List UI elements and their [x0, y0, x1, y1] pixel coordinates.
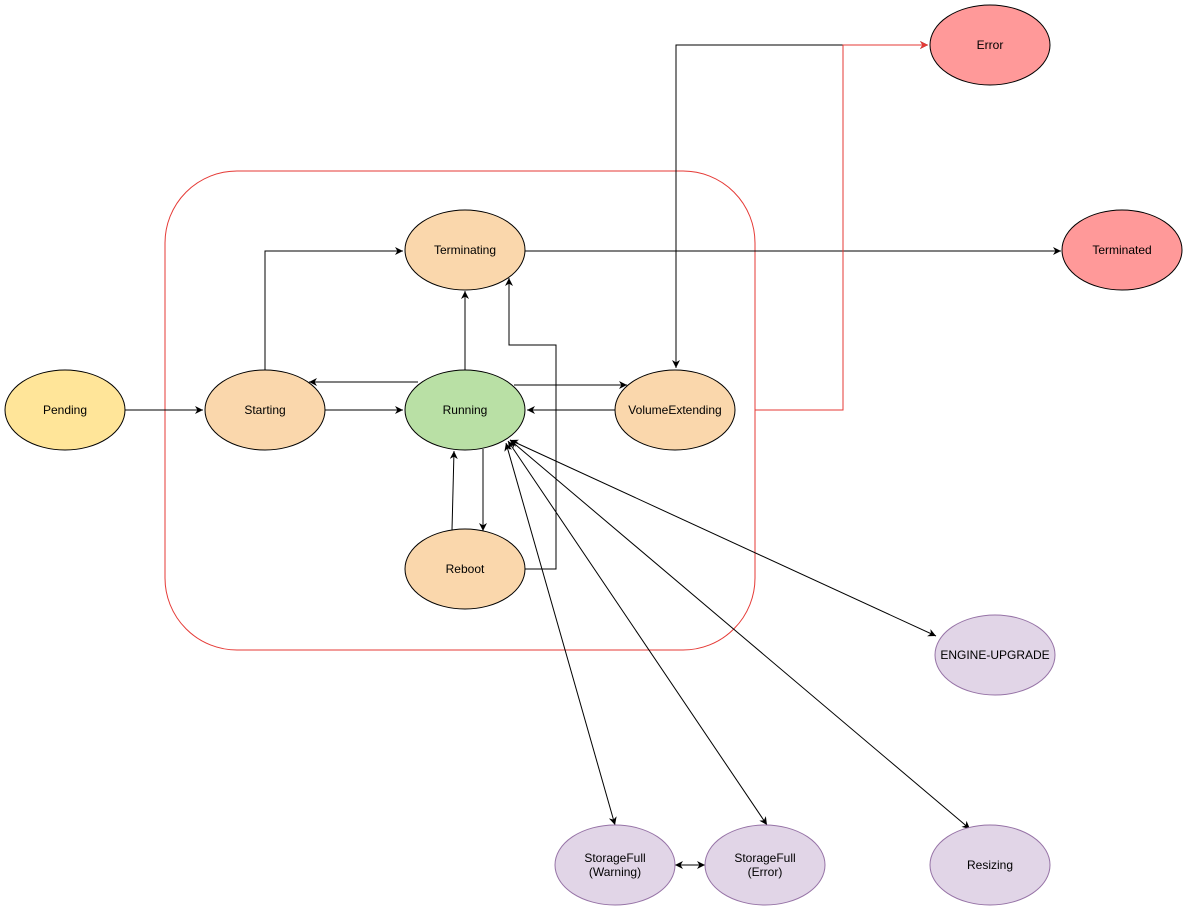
node-storagefull-error-shape [704, 824, 826, 906]
node-pending-shape [4, 369, 126, 451]
node-resizing: Resizing [929, 824, 1051, 906]
edges-layer [125, 41, 1061, 869]
node-storagefull-warning-shape [554, 824, 676, 906]
node-starting-label: Starting [244, 403, 285, 417]
node-starting: Starting [204, 369, 326, 451]
edge-reboot-to-running [449, 450, 458, 531]
edge-running-storagefull-warning [504, 442, 617, 826]
edge-starting-to-terminating [264, 247, 403, 370]
edge-error-volume-extending [672, 41, 928, 368]
node-storagefull-error-label: StorageFull [734, 851, 795, 865]
node-storagefull-error-label: (Error) [748, 865, 783, 879]
node-starting-shape [204, 369, 326, 451]
edge-running-resizing [509, 439, 971, 830]
node-terminated: Terminated [1061, 209, 1183, 291]
node-storagefull-warning-label: StorageFull [584, 851, 645, 865]
node-running-label: Running [443, 403, 488, 417]
node-volume-extending-label: VolumeExtending [628, 403, 721, 417]
node-reboot-shape [404, 528, 526, 610]
node-running-shape [404, 369, 526, 451]
node-error-label: Error [977, 38, 1004, 52]
node-reboot-label: Reboot [446, 562, 485, 576]
node-pending-label: Pending [43, 403, 87, 417]
node-error: Error [929, 4, 1051, 86]
node-pending: Pending [4, 369, 126, 451]
node-storagefull-warning-label: (Warning) [589, 865, 641, 879]
node-error-shape [929, 4, 1051, 86]
edge-group-to-error [755, 41, 928, 411]
node-storagefull-error: StorageFull(Error) [704, 824, 826, 906]
node-volume-extending-shape [614, 369, 736, 451]
node-terminating: Terminating [404, 209, 526, 291]
node-terminated-label: Terminated [1092, 243, 1151, 257]
node-terminating-shape [404, 209, 526, 291]
node-terminated-shape [1061, 209, 1183, 291]
node-engine-upgrade: ENGINE-UPGRADE [934, 614, 1056, 696]
node-storagefull-warning: StorageFull(Warning) [554, 824, 676, 906]
node-engine-upgrade-shape [934, 614, 1056, 696]
node-resizing-label: Resizing [967, 858, 1013, 872]
node-running: Running [404, 369, 526, 451]
node-resizing-shape [929, 824, 1051, 906]
node-reboot: Reboot [404, 528, 526, 610]
node-engine-upgrade-label: ENGINE-UPGRADE [940, 648, 1049, 662]
node-terminating-label: Terminating [434, 243, 496, 257]
node-volume-extending: VolumeExtending [614, 369, 736, 451]
